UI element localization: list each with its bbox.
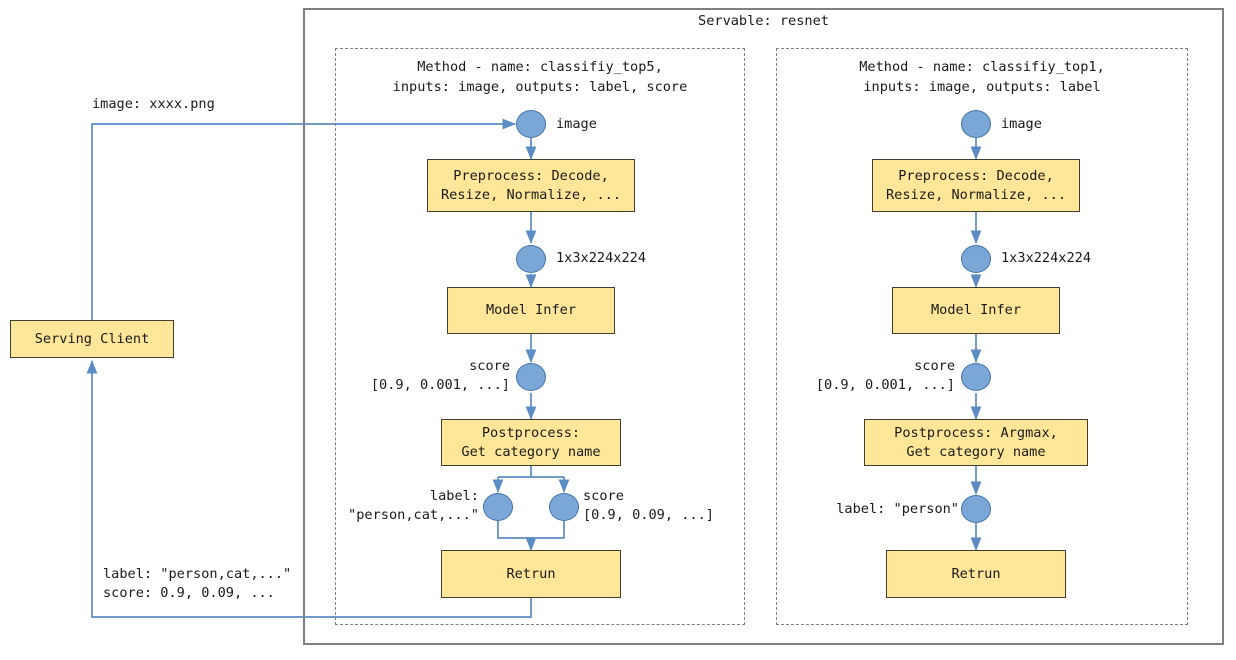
servable-frame <box>303 8 1224 645</box>
m2-label-output-label: label: "person" <box>836 501 959 517</box>
m1-score-pin[interactable] <box>516 363 546 391</box>
m2-preprocess-box[interactable]: Preprocess: Decode, Resize, Normalize, .… <box>872 159 1080 212</box>
m2-score-pin-label: score [0.9, 0.001, ...] <box>815 358 955 393</box>
m2-postprocess-box[interactable]: Postprocess: Argmax, Get category name <box>864 419 1088 466</box>
m2-model-infer-box[interactable]: Model Infer <box>892 287 1060 334</box>
m1-postprocess-box[interactable]: Postprocess: Get category name <box>441 419 621 466</box>
request-label: image: xxxx.png <box>92 96 215 112</box>
m1-return-box[interactable]: Retrun <box>441 550 621 598</box>
m1-score-output-label: score [0.9, 0.09, ...] <box>583 488 714 523</box>
response-label: label: "person,cat,..." score: 0.9, 0.09… <box>103 566 292 601</box>
m2-input-pin-image[interactable] <box>961 110 991 138</box>
m1-input-pin-label: image <box>556 116 597 132</box>
m2-score-pin[interactable] <box>961 363 991 391</box>
method-title-classify-top1: Method - name: classifiy_top1, inputs: i… <box>859 59 1105 95</box>
m2-tensor-pin-label: 1x3x224x224 <box>1001 250 1092 266</box>
servable-title: Servable: resnet <box>698 13 829 29</box>
m1-label-output-label: label: "person,cat,..." <box>348 488 479 523</box>
m2-tensor-pin[interactable] <box>961 245 991 273</box>
m2-return-box[interactable]: Retrun <box>886 550 1066 598</box>
m2-label-output-pin[interactable] <box>961 495 991 523</box>
method-panel-classify-top1 <box>776 48 1188 625</box>
method-title-classify-top5: Method - name: classifiy_top5, inputs: i… <box>392 59 688 95</box>
m1-tensor-pin-label: 1x3x224x224 <box>556 250 647 266</box>
m2-input-pin-label: image <box>1001 116 1042 132</box>
method-panel-classify-top5 <box>335 48 745 625</box>
m1-model-infer-box[interactable]: Model Infer <box>447 287 615 334</box>
m1-input-pin-image[interactable] <box>516 110 546 138</box>
serving-client-box[interactable]: Serving Client <box>10 320 174 358</box>
m1-preprocess-box[interactable]: Preprocess: Decode, Resize, Normalize, .… <box>427 159 635 212</box>
m1-score-output-pin[interactable] <box>549 493 579 521</box>
m1-score-pin-label: score [0.9, 0.001, ...] <box>370 358 510 393</box>
m1-label-output-pin[interactable] <box>483 493 513 521</box>
m1-tensor-pin[interactable] <box>516 245 546 273</box>
